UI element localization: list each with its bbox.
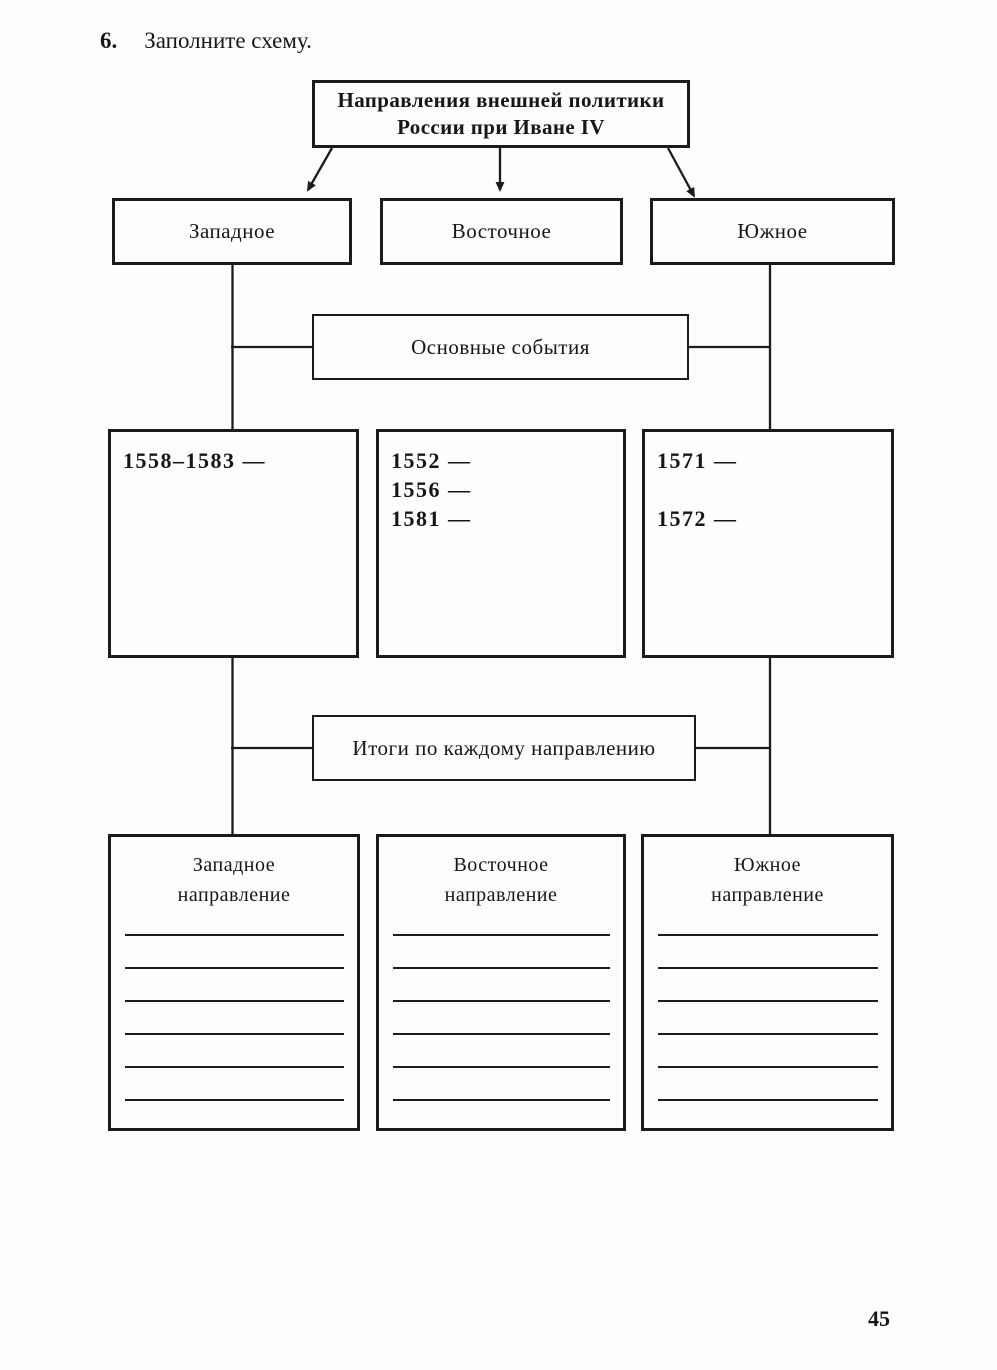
fill-line bbox=[393, 903, 610, 936]
event-date: 1552 — bbox=[391, 448, 472, 473]
fill-line bbox=[393, 1002, 610, 1035]
result-title-western: Западное направление bbox=[111, 837, 357, 910]
fill-line bbox=[125, 1068, 344, 1101]
result-title-eastern: Восточное направление bbox=[379, 837, 623, 910]
results-box-western: Западное направление bbox=[108, 834, 360, 1131]
fill-line bbox=[125, 903, 344, 936]
fill-line bbox=[658, 936, 878, 969]
direction-box-western: Западное bbox=[112, 198, 352, 265]
schema-title-line1: Направления внешней политики bbox=[337, 88, 665, 112]
task-number: 6. bbox=[100, 28, 118, 53]
fill-line bbox=[125, 969, 344, 1002]
fill-line bbox=[658, 1002, 878, 1035]
arrow-title-to-southern bbox=[666, 147, 696, 198]
result-title-line1: Восточное bbox=[453, 854, 549, 876]
fill-line bbox=[658, 1068, 878, 1101]
direction-label-western: Западное bbox=[188, 219, 276, 243]
events-box-eastern: 1552 — 1556 — 1581 — bbox=[376, 429, 626, 658]
fill-line bbox=[393, 1068, 610, 1101]
fill-line bbox=[393, 969, 610, 1002]
event-date: 1572 — bbox=[657, 506, 738, 531]
blank-write-in-lines bbox=[393, 903, 610, 1101]
events-header-box: Основные события bbox=[312, 314, 689, 380]
result-title-line2: направление bbox=[711, 884, 824, 906]
blank-write-in-lines bbox=[125, 903, 344, 1101]
arrow-title-to-western bbox=[307, 147, 333, 192]
results-header-box: Итоги по каждому направлению bbox=[312, 715, 696, 781]
event-date: 1556 — bbox=[391, 477, 472, 502]
fill-line bbox=[125, 1002, 344, 1035]
schema-title-line2: России при Иване IV bbox=[397, 115, 605, 139]
results-box-eastern: Восточное направление bbox=[376, 834, 626, 1131]
event-date: 1571 — bbox=[657, 448, 738, 473]
results-header-label: Итоги по каждому направлению bbox=[352, 735, 656, 760]
fill-line bbox=[125, 1035, 344, 1068]
event-date: 1558–1583 — bbox=[123, 448, 266, 473]
fill-line bbox=[658, 969, 878, 1002]
fill-line bbox=[393, 1035, 610, 1068]
fill-line bbox=[658, 1035, 878, 1068]
result-title-line1: Южное bbox=[734, 854, 801, 876]
fill-line bbox=[658, 903, 878, 936]
fill-line bbox=[393, 936, 610, 969]
direction-label-southern: Южное bbox=[737, 219, 808, 243]
task-header: 6. Заполните схему. bbox=[100, 28, 312, 54]
direction-label-eastern: Восточное bbox=[451, 219, 552, 243]
schema-title-box: Направления внешней политики России при … bbox=[312, 80, 690, 148]
events-box-southern: 1571 — 1572 — bbox=[642, 429, 894, 658]
fill-line bbox=[125, 936, 344, 969]
result-title-southern: Южное направление bbox=[644, 837, 891, 910]
direction-box-southern: Южное bbox=[650, 198, 895, 265]
page-number: 45 bbox=[868, 1306, 890, 1331]
events-box-western: 1558–1583 — bbox=[108, 429, 359, 658]
result-title-line2: направление bbox=[177, 884, 291, 906]
results-box-southern: Южное направление bbox=[641, 834, 894, 1131]
task-instruction: Заполните схему. bbox=[144, 28, 312, 53]
direction-box-eastern: Восточное bbox=[380, 198, 623, 265]
events-header-label: Основные события bbox=[411, 334, 590, 359]
result-title-line2: направление bbox=[444, 884, 558, 906]
blank-write-in-lines bbox=[658, 903, 878, 1101]
result-title-line1: Западное bbox=[192, 854, 276, 876]
event-date: 1581 — bbox=[391, 506, 472, 531]
